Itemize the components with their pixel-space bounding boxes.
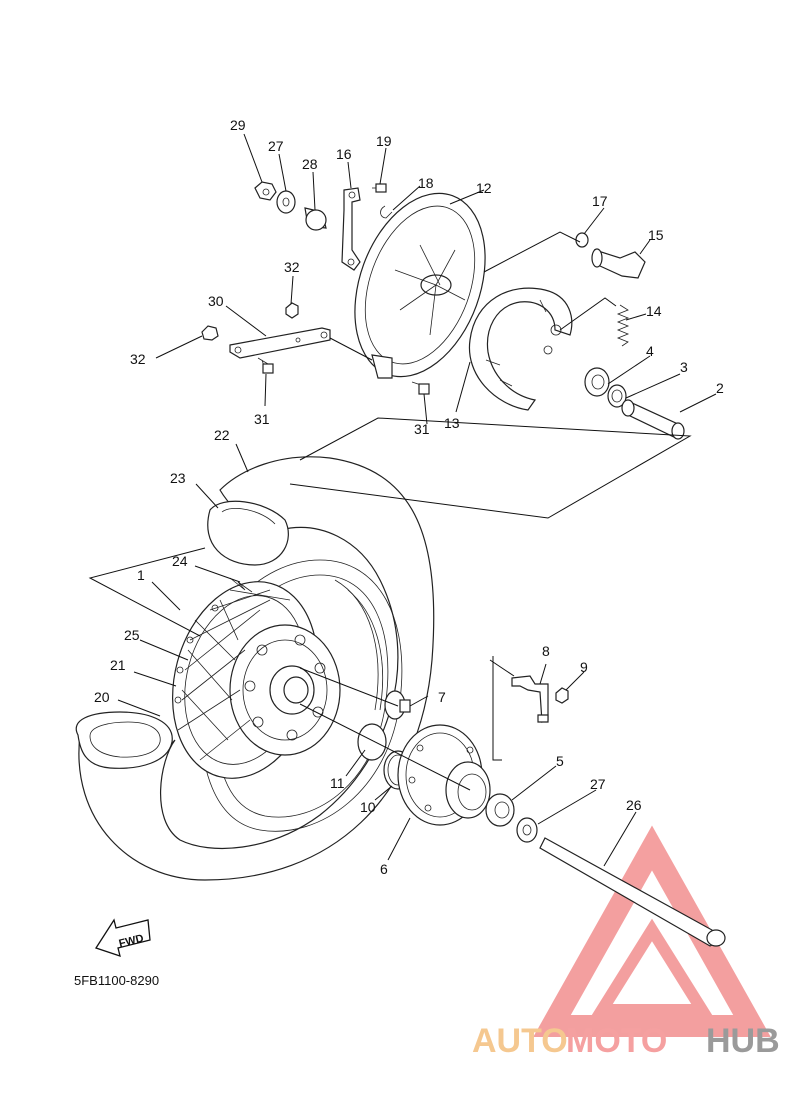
part-label-20: 20 (94, 689, 110, 705)
part-label-25: 25 (124, 627, 140, 643)
part-label-4: 4 (646, 343, 654, 359)
part-label-18: 18 (418, 175, 434, 191)
part-label-3: 3 (680, 359, 688, 375)
brake-arm (341, 187, 361, 271)
rim-tape (75, 711, 173, 769)
part-label-11: 11 (330, 775, 345, 791)
brake-cam (591, 248, 646, 279)
brake-bracket (511, 675, 569, 723)
fwd-arrow-icon: FWD (95, 918, 151, 957)
part-label-31-left: 31 (254, 411, 270, 427)
axle (539, 837, 726, 947)
part-label-6: 6 (380, 861, 388, 877)
part-label-32-lower: 32 (130, 351, 146, 367)
watermark-hub: HUB (706, 1022, 780, 1060)
watermark-moto: MOTO (566, 1022, 667, 1060)
part-label-15: 15 (648, 227, 664, 243)
part-label-24: 24 (172, 553, 188, 569)
bearing-5 (485, 793, 515, 827)
part-label-7: 7 (438, 689, 446, 705)
part-label-9: 9 (580, 659, 588, 675)
part-label-30: 30 (208, 293, 224, 309)
diagram-code: 5FB1100-8290 (74, 973, 159, 988)
nut-32-upper (285, 302, 299, 319)
part-labels: 29 27 28 16 19 18 12 17 15 14 4 3 2 32 3… (94, 117, 724, 877)
part-label-23: 23 (170, 470, 186, 486)
part-label-12: 12 (476, 180, 492, 196)
part-label-31-right: 31 (414, 421, 430, 437)
part-label-14: 14 (646, 303, 662, 319)
part-label-28: 28 (302, 156, 318, 172)
arm-washer (380, 205, 393, 219)
spoke-nipples (229, 577, 253, 593)
part-label-13: 13 (444, 415, 460, 431)
part-label-5: 5 (556, 753, 564, 769)
clutch-hub (397, 724, 491, 826)
bolt-31-left (257, 357, 274, 374)
part-label-8: 8 (542, 643, 550, 659)
inner-tube (207, 500, 289, 566)
bearing-4 (584, 367, 610, 397)
part-label-21: 21 (110, 657, 126, 673)
spacer-3 (607, 384, 627, 408)
collar-28 (304, 207, 327, 231)
part-label-22: 22 (214, 427, 230, 443)
tension-bar (229, 327, 331, 359)
part-label-17: 17 (592, 193, 608, 209)
washer-27-top (276, 190, 296, 214)
part-label-16: 16 (336, 146, 352, 162)
cam-washer (575, 232, 589, 248)
arm-bolt (372, 183, 387, 193)
part-label-29: 29 (230, 117, 246, 133)
brake-shoes (468, 287, 573, 411)
rim-and-hub (172, 581, 341, 779)
fwd-label: FWD (118, 932, 145, 950)
part-label-27-top: 27 (268, 138, 284, 154)
nut-29 (254, 181, 277, 201)
part-label-19: 19 (376, 133, 392, 149)
part-label-26-visible: 26 (626, 797, 642, 813)
bolt-31-right (411, 381, 430, 395)
leader-lines (88, 133, 717, 867)
washer-lower (516, 817, 538, 843)
part-label-2: 2 (716, 380, 724, 396)
nut-32-lower (201, 325, 219, 341)
part-label-27-lower: 27 (590, 776, 606, 792)
brake-plate (354, 192, 486, 379)
part-label-1: 1 (137, 567, 145, 583)
spring (616, 304, 630, 347)
watermark-auto: AUTO (472, 1022, 568, 1060)
collar-2 (621, 399, 685, 440)
part-label-10: 10 (360, 799, 376, 815)
watermark-text: AUTO MOTO HUB (472, 1022, 780, 1060)
part-label-32-upper: 32 (284, 259, 300, 275)
